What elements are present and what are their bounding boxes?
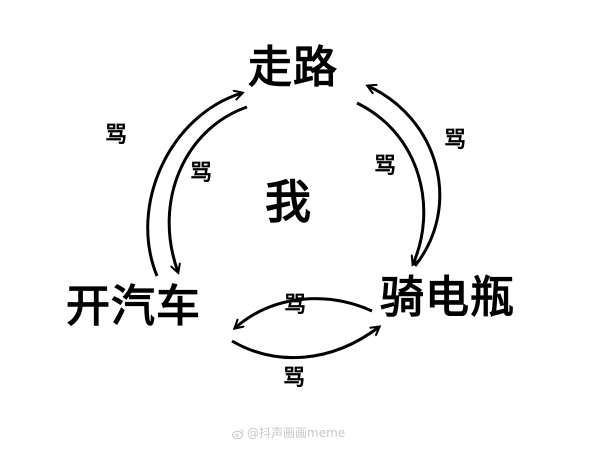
weibo-icon [232, 429, 244, 439]
node-riding-ebike: 骑电瓶 [380, 272, 515, 323]
arrow-bottom-inner [235, 297, 373, 328]
arrow-right-inner [356, 101, 426, 264]
edge-label-right-outer: 骂 [444, 128, 467, 153]
arrow-right-outer [368, 86, 442, 267]
center-label-me: 我 [265, 175, 311, 229]
edge-label-left-inner: 骂 [190, 161, 213, 186]
edge-label-bottom-inner: 骂 [284, 293, 307, 318]
node-driving-car: 开汽车 [66, 281, 201, 332]
edge-label-bottom-outer: 骂 [283, 366, 306, 391]
watermark-text: @抖声画画meme [247, 426, 346, 440]
arrow-left-inner [167, 105, 248, 272]
watermark: @抖声画画meme [232, 427, 345, 439]
edge-label-right-inner: 骂 [374, 154, 397, 179]
arrow-left-outer [146, 93, 242, 277]
edge-label-left-outer: 骂 [105, 123, 128, 148]
node-walking: 走路 [248, 42, 338, 93]
arrow-bottom-outer [231, 327, 379, 360]
